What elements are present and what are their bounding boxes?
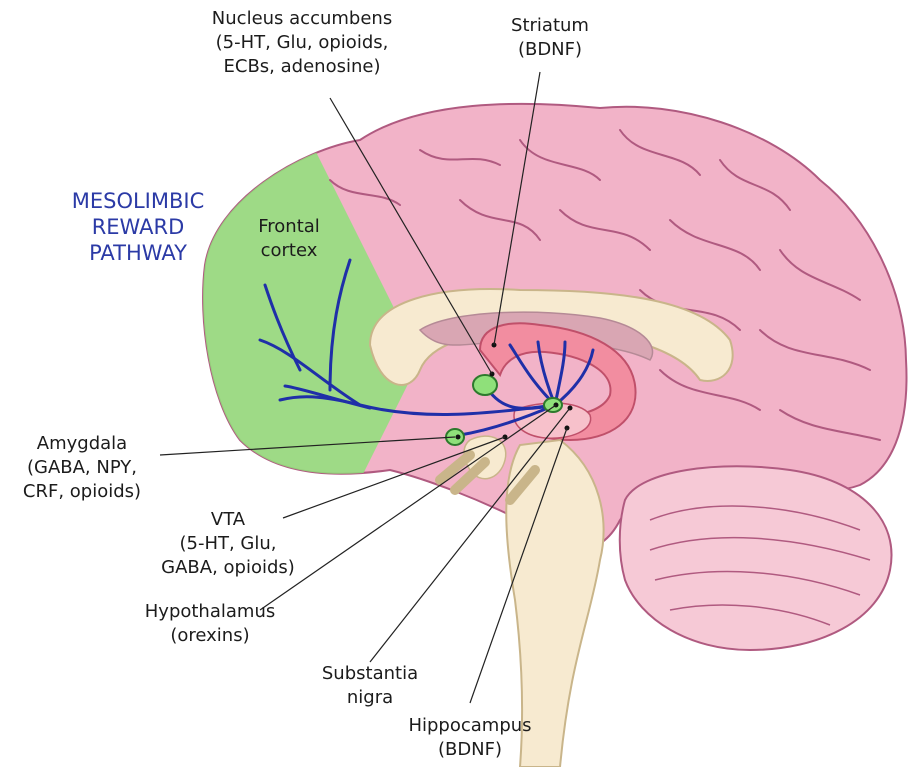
frontal-cortex-label: Frontal cortex [244,215,334,263]
substantia-nigra-label: Substantia nigra [300,662,440,710]
vta-marker [544,398,562,412]
hypothalamus-label: Hypothalamus (orexins) [130,600,290,648]
pathway-title: MESOLIMBIC REWARD PATHWAY [48,188,228,266]
vta-label: VTA (5-HT, Glu, GABA, opioids) [148,508,308,580]
cerebellum [620,466,892,650]
nucleus-accumbens-marker [473,375,497,395]
amygdala-label: Amygdala (GABA, NPY, CRF, opioids) [2,432,162,504]
nucleus-accumbens-label: Nucleus accumbens (5-HT, Glu, opioids, E… [192,7,412,79]
hippocampus-label: Hippocampus (BDNF) [390,714,550,762]
striatum-label: Striatum (BDNF) [490,14,610,62]
